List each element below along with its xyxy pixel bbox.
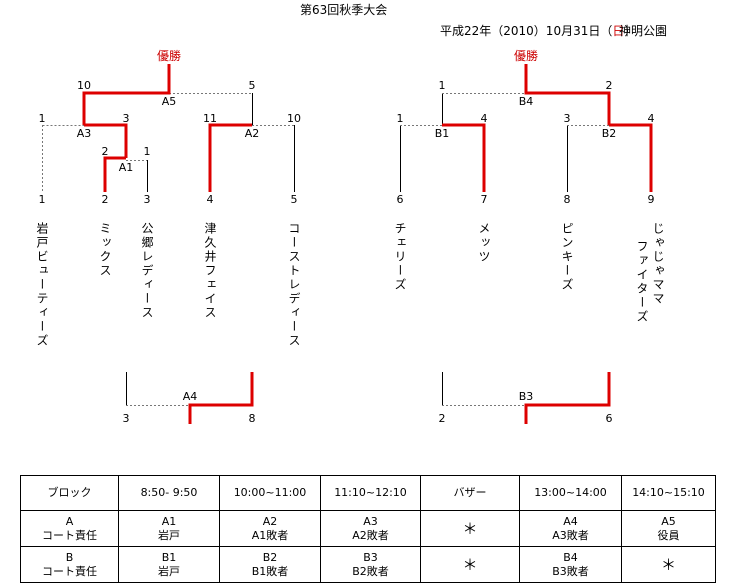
a-team-2: ミックス	[98, 222, 112, 278]
b-seed-9: 9	[647, 193, 655, 206]
a1-left-score: 2	[101, 145, 109, 158]
bracket-lines	[42, 64, 653, 424]
b-champion-label: 優勝	[513, 49, 539, 63]
a4-right-score: 8	[248, 412, 256, 425]
schedule-header-slot3: 11:10~12:10	[320, 475, 421, 511]
b3-winner-path	[524, 372, 611, 424]
b3-label: B3	[518, 390, 534, 403]
a4-winner-path	[188, 372, 254, 424]
tournament-venue: 神明公園	[619, 24, 668, 38]
a-champion-label: 優勝	[156, 49, 182, 63]
b1-left-score: 1	[396, 112, 404, 125]
schedule-header-block: ブロック	[20, 475, 119, 511]
a-seed-3: 3	[143, 193, 151, 206]
schedule-header-slot5: 14:10~15:10	[621, 475, 716, 511]
b-team-7: メッツ	[477, 222, 491, 264]
schedule-header-row: ブロック 8:50- 9:50 10:00~11:00 11:10~12:10 …	[20, 475, 716, 511]
a-seed-1: 1	[38, 193, 46, 206]
tournament-title: 第63回秋季大会	[300, 3, 388, 17]
a3-winner-path	[84, 123, 128, 158]
a2-label: A2	[244, 127, 260, 140]
a2-left-score: 11	[203, 112, 217, 125]
b-team-9-line1: じゃじゃママ	[651, 222, 665, 306]
a3-left-score: 1	[38, 112, 46, 125]
b-seed-6: 6	[396, 193, 404, 206]
b4-left-score: 1	[438, 79, 446, 92]
a4-label: A4	[182, 390, 198, 403]
b-seed-7: 7	[480, 193, 488, 206]
a2-winner-path	[208, 123, 252, 192]
black-lines	[126, 93, 568, 405]
date-day: 日	[612, 24, 625, 38]
a3-label: A3	[76, 127, 92, 140]
a-seed-2: 2	[101, 193, 109, 206]
winner-lines	[82, 64, 653, 424]
b2-left-score: 3	[563, 112, 571, 125]
b4-label: B4	[518, 95, 534, 108]
a-team-4: 津久井フェイス	[203, 222, 217, 320]
a2-right-score: 10	[287, 112, 301, 125]
schedule-table: ブロック 8:50- 9:50 10:00~11:00 11:10~12:10 …	[20, 475, 716, 583]
b2-winner-path	[609, 123, 653, 192]
a4-left-score: 3	[122, 412, 130, 425]
a5-left-score: 10	[77, 79, 91, 92]
schedule-cell: ＊	[621, 546, 716, 583]
b3-left-score: 2	[438, 412, 446, 425]
a-seed-4: 4	[206, 193, 214, 206]
date-prefix: 平成22年（2010）10月31日（	[440, 24, 613, 38]
a3-right-score: 3	[122, 112, 130, 125]
schedule-header-bazaar: バザー	[420, 475, 520, 511]
b4-right-score: 2	[605, 79, 613, 92]
schedule-cell: ＊	[420, 546, 520, 583]
a5-label: A5	[161, 95, 177, 108]
b1-winner-path	[442, 123, 486, 192]
schedule-header-slot4: 13:00~14:00	[519, 475, 622, 511]
a5-right-score: 5	[248, 79, 256, 92]
date-suffix: ）	[624, 24, 637, 38]
a-team-1: 岩戸ビューティーズ	[35, 222, 49, 348]
a5-winner-path	[82, 64, 171, 125]
a1-winner-path	[103, 156, 126, 192]
b4-winner-path	[524, 64, 611, 125]
b-team-9-line2: ファイターズ	[635, 240, 649, 324]
a-seed-5: 5	[290, 193, 298, 206]
a-team-5: コーストレディース	[287, 222, 301, 348]
b-team-8: ピンキーズ	[560, 222, 574, 292]
b2-right-score: 4	[647, 112, 655, 125]
b1-right-score: 4	[480, 112, 488, 125]
schedule-header-slot2: 10:00~11:00	[219, 475, 321, 511]
schedule-cell: ＊	[420, 510, 520, 547]
b2-label: B2	[601, 127, 617, 140]
b3-right-score: 6	[605, 412, 613, 425]
schedule-header-slot1: 8:50- 9:50	[118, 475, 220, 511]
a-team-3: 公郷レディース	[140, 222, 154, 320]
b-seed-8: 8	[563, 193, 571, 206]
a1-label: A1	[118, 161, 134, 174]
a1-right-score: 1	[143, 145, 151, 158]
b-team-6: チェリーズ	[393, 222, 407, 292]
dashed-lines	[42, 93, 609, 406]
tournament-date: 平成22年（2010）10月31日（日）	[440, 25, 636, 37]
b1-label: B1	[434, 127, 450, 140]
